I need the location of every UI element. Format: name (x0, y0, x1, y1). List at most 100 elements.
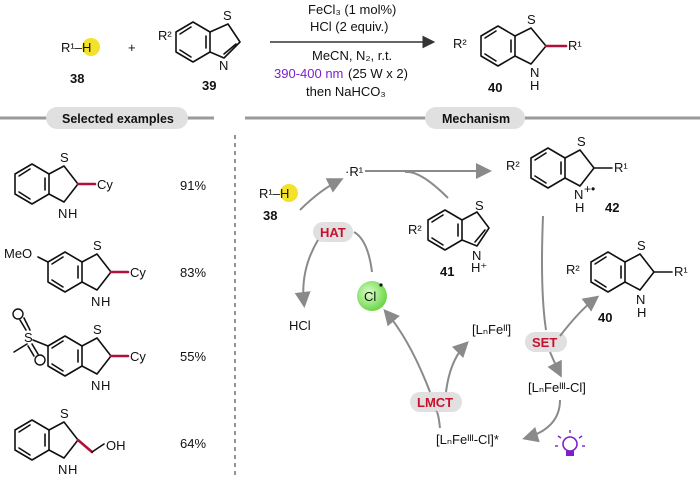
example-3-atom-s: S (93, 322, 102, 337)
example-1-structure: S N H Cy (14, 150, 113, 221)
mech-r1-radical: ·R¹ (345, 164, 364, 179)
set-to-fe3-arrow (547, 351, 562, 378)
set-pill (525, 332, 567, 352)
mech-40-r2: R² (566, 262, 580, 277)
hat-label: HAT (320, 225, 346, 240)
example-4-atom-h: H (68, 462, 77, 477)
example-3-structure: S S N H Cy (12, 308, 146, 393)
int42-to-set-arrow (541, 215, 547, 331)
example-2-atom-h: H (101, 294, 110, 309)
mech-hydrogen-highlight (280, 184, 298, 202)
int41-curve-arrow (404, 170, 449, 199)
example-2-group: Cy (130, 265, 146, 280)
example-1-atom-s: S (60, 150, 69, 165)
condition-solvent: MeCN, N₂, r.t. (312, 48, 392, 63)
example-2-substituent: MeO (4, 246, 32, 261)
example-1-atom-h: H (68, 206, 77, 221)
fe3star-to-lmct-arrow (435, 410, 441, 429)
left-section-title: Selected examples (62, 112, 174, 126)
product-atom-h: H (530, 78, 539, 93)
example-1-atom-nh: N (58, 206, 67, 221)
atom-s: S (223, 8, 232, 23)
example-3-sulfonyl-s: S (24, 330, 33, 345)
example-1-yield: 91% (180, 178, 206, 193)
mech-hcl: HCl (289, 318, 311, 333)
plus-sign: + (128, 40, 136, 55)
mech-r1h: R¹–H (259, 186, 289, 201)
mech-product-40: S N H R² R¹ (566, 238, 688, 320)
cl-to-hat-arrow (353, 231, 373, 273)
example-2-structure: MeO S N H Cy (4, 238, 146, 309)
product-r1: R¹ (568, 38, 582, 53)
hydrogen-highlight (82, 38, 100, 56)
product-40-number: 40 (488, 80, 502, 95)
mech-40-atom-h: H (637, 305, 646, 320)
example-3-group: Cy (130, 349, 146, 364)
int41-number: 41 (440, 264, 454, 279)
example-3-atom-n: N (91, 378, 100, 393)
int41-r2: R² (408, 222, 422, 237)
mechanism: R¹–H 38 ·R¹ HAT HCl Cl S N H⁺ R² (259, 134, 688, 456)
condition-wavelength: 390-400 nm (274, 66, 343, 81)
example-1-group: Cy (97, 177, 113, 192)
condition-catalyst: FeCl₃ (1 mol%) (308, 2, 396, 17)
fe2-label: [LₙFeᴵᴵ] (472, 322, 511, 337)
example-4-atom-n: N (58, 462, 67, 477)
example-2-atom-s: S (93, 238, 102, 253)
hat-pill (313, 222, 353, 242)
reactant-39-number: 39 (202, 78, 216, 93)
right-header-pill (425, 107, 525, 129)
example-2-yield: 83% (180, 265, 206, 280)
intermediate-42: S N +• H R² R¹ (506, 134, 628, 215)
example-4-group: OH (106, 438, 126, 453)
int42-atom-s: S (577, 134, 586, 149)
example-4-atom-s: S (60, 406, 69, 421)
svg-text:+•: +• (584, 182, 595, 196)
int41-h: H⁺ (471, 260, 487, 275)
mech-cl-radical: Cl (364, 289, 376, 304)
intermediate-41: S N H⁺ R² (408, 198, 490, 275)
reaction-scheme: R¹–H 38 + S N R² 39 FeCl₃ (1 mol%) HCl (… (61, 2, 582, 99)
example-2-atom-n: N (91, 294, 100, 309)
int42-h: H (575, 200, 584, 215)
substituent-r2: R² (158, 28, 172, 43)
mech-40-atom-s: S (637, 238, 646, 253)
example-4-yield: 64% (180, 436, 206, 451)
benzothiazole-39: S N R² (158, 8, 241, 73)
right-section-title: Mechanism (442, 112, 510, 126)
fe3-label: [LₙFeᴵᴵᴵ-Cl] (528, 380, 586, 395)
condition-acid: HCl (2 equiv.) (310, 19, 389, 34)
photoexcitation-arrow (522, 399, 561, 443)
light-bulb-icon (555, 430, 585, 456)
cl-radical-circle (357, 281, 387, 311)
atom-n: N (219, 58, 228, 73)
set-label: SET (532, 335, 557, 350)
int42-r2: R² (506, 158, 520, 173)
lmct-to-cl-arrow (383, 308, 431, 393)
product-40: S N H R² R¹ (453, 12, 582, 93)
fe3-excited-label: [LₙFeᴵᴵᴵ-Cl]* (436, 432, 499, 447)
lmct-label: LMCT (417, 395, 453, 410)
mech-40-number: 40 (598, 310, 612, 325)
product-atom-n: N (530, 65, 539, 80)
int42-number: 42 (605, 200, 619, 215)
reactant-38-number: 38 (70, 71, 84, 86)
example-3-atom-h: H (101, 378, 110, 393)
condition-power: (25 W x 2) (348, 66, 408, 81)
int41-atom-s: S (475, 198, 484, 213)
lmct-to-fe2-arrow (445, 341, 469, 393)
condition-workup: then NaHCO₃ (306, 84, 386, 99)
product-atom-s: S (527, 12, 536, 27)
int42-atom-n: N (574, 187, 583, 202)
hat-arrow-to-radical (299, 178, 344, 211)
left-header-pill (46, 107, 188, 129)
int41-atom-n: N (472, 248, 481, 263)
mech-40-r1: R¹ (674, 264, 688, 279)
hat-to-hcl-arrow (294, 239, 319, 308)
mech-38-number: 38 (263, 208, 277, 223)
reactant-38-label: R¹–H (61, 40, 91, 55)
product-r2: R² (453, 36, 467, 51)
int42-r1: R¹ (614, 160, 628, 175)
lmct-pill (410, 392, 462, 412)
